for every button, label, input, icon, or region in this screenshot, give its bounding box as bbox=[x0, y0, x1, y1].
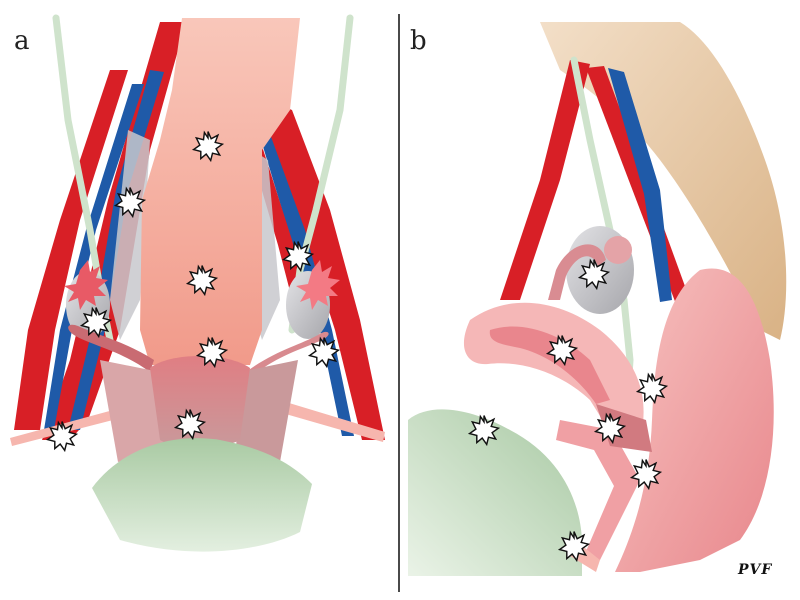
left-pelvic-sidewall-tissue bbox=[110, 130, 150, 340]
right-common-iliac-artery bbox=[262, 100, 385, 440]
internal-iliac-vein bbox=[608, 68, 672, 302]
uterine-cavity bbox=[489, 326, 610, 404]
panel-b-illustration bbox=[408, 22, 787, 576]
right-broad-ligament bbox=[236, 360, 298, 462]
left-broad-ligament bbox=[100, 360, 165, 462]
bladder-sagittal bbox=[408, 409, 582, 576]
artist-signature: PVF bbox=[738, 562, 773, 578]
left-fallopian-tube bbox=[68, 324, 154, 372]
sacrum bbox=[540, 22, 787, 340]
right-fimbria bbox=[296, 260, 340, 310]
urinary-bladder bbox=[92, 438, 312, 552]
panel-a-label: a bbox=[14, 26, 30, 56]
panel-b-label: b bbox=[410, 26, 427, 56]
uterus bbox=[150, 356, 250, 448]
fallopian-tube-sagittal bbox=[548, 244, 606, 300]
right-fallopian-tube bbox=[246, 331, 329, 378]
vagina bbox=[556, 420, 640, 560]
internal-iliac-artery bbox=[500, 60, 590, 300]
left-lateral-vein bbox=[44, 84, 144, 430]
rectum-sagittal bbox=[615, 268, 774, 572]
rectosigmoid-colon bbox=[140, 18, 300, 365]
left-lateral-artery bbox=[14, 70, 128, 430]
left-fimbria bbox=[64, 260, 108, 310]
panel-divider bbox=[398, 14, 400, 592]
ovarian-cyst bbox=[604, 236, 632, 264]
